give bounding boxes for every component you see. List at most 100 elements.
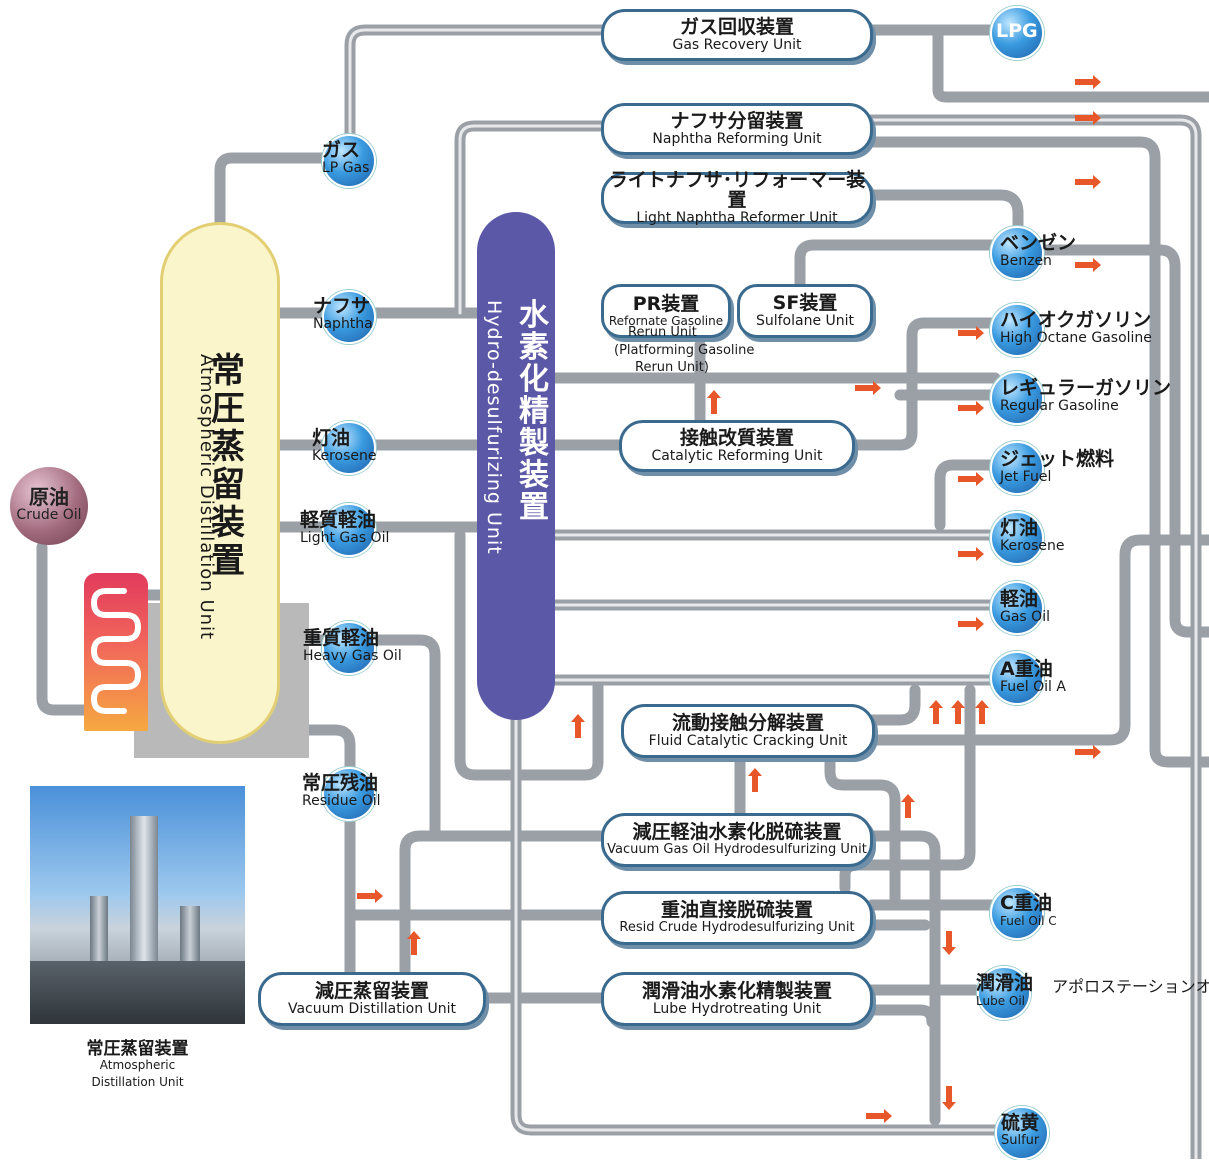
node-title: ベンゼン [1000,232,1077,254]
node-title: LPG [996,20,1038,42]
unit-subtitle: Fluid Catalytic Cracking Unit [648,733,848,749]
node-subtitle: Fuel Oil C [1000,914,1057,928]
arrow-right [1075,175,1101,189]
arrow-right [855,381,881,395]
light-gas-oil-label: 軽質軽油 Light Gas Oil [300,510,389,546]
refinery-photo [30,786,245,1024]
kerosene-product-label: 灯油 Kerosene [1000,518,1065,554]
unit-title: ナフサ分留装置 [670,110,804,132]
arrow-up [951,700,965,724]
arrow-up [571,714,585,738]
lpg-label: LPG [996,21,1038,41]
heavy-gas-oil-label: 重質軽油 Heavy Gas Oil [303,628,402,664]
high-octane-gasoline-node [990,303,1044,357]
gas-oil-node [990,581,1044,635]
unit-title: PR装置 [632,293,700,315]
photo-caption-line2: Distillation Unit [91,1075,184,1089]
flow-arrows [357,75,1101,1123]
unit-title: 潤滑油水素化精製装置 [641,980,832,1002]
unit-subtitle: Sulfolane Unit [755,313,855,329]
kerosene-label: 灯油 Kerosene [312,428,377,464]
node-subtitle: Kerosene [1000,538,1065,554]
apollo-station-oil-label: アポロステーションオイル [1052,977,1209,996]
resid-crude-hydrodesulfurizing-unit: 重油直接脱硫装置 Resid Crude Hydrodesulfurizing … [601,891,873,945]
crude-oil-label: 原油 [29,485,69,509]
residue-oil-node [322,767,376,821]
regular-gasoline-label: レギュラーガソリン Regular Gasoline [1000,378,1171,414]
node-subtitle: Sulfur [1001,1133,1040,1148]
arrow-up [929,700,943,724]
node-title: ジェット燃料 [1000,448,1115,470]
pr-unit-line2: Rerun Unit [628,325,697,340]
node-title: 灯油 [1000,517,1039,539]
unit-title: 流動接触分解装置 [671,712,824,734]
furnace-coil-icon [90,588,142,714]
benzen-node [990,226,1044,280]
naphtha-node [322,290,376,344]
node-title: A重油 [1000,658,1053,680]
arrow-up [707,390,721,414]
node-subtitle: Naphtha [313,316,373,332]
light-naphtha-reformer-unit: ライトナフサ･リフォーマー装置 Light Naphtha Reformer U… [601,169,873,226]
node-title: C重油 [1000,892,1052,914]
jet-fuel-label: ジェット燃料 Jet Fuel [1000,449,1114,485]
arrow-down [942,1086,956,1110]
node-subtitle: Regular Gasoline [1000,398,1119,414]
gas-oil-label: 軽油 Gas Oil [1000,589,1050,625]
unit-title: 接触改質装置 [679,427,794,449]
light-gas-oil-node [322,503,376,557]
lube-hydrotreating-unit: 潤滑油水素化精製装置 Lube Hydrotreating Unit [601,972,873,1026]
arrow-right [357,889,383,903]
unit-subtitle: Resid Crude Hydrodesulfurizing Unit [619,920,855,935]
arrow-up [975,700,989,724]
arrow-right [1075,111,1101,125]
vacuum-gas-oil-hydrodesulfurizing-unit: 減圧軽油水素化脱硫装置 Vacuum Gas Oil Hydrodesulfur… [601,813,873,867]
furnace [84,573,148,731]
lube-oil-node [977,966,1031,1020]
catalytic-reforming-unit: 接触改質装置 Catalytic Reforming Unit [619,420,855,472]
node-title: レギュラーガソリン [1000,377,1172,399]
node-title: 常圧残油 [302,772,379,794]
unit-subtitle: Vacuum Distillation Unit [287,1001,457,1017]
node-title: ナフサ [313,295,371,317]
atmospheric-distillation-column [160,222,280,744]
unit-title: ライトナフサ･リフォーマー装置 [608,169,866,211]
atmospheric-distillation-subtitle: Atmospheric Distillation Unit [196,354,217,641]
node-subtitle: Gas Oil [1000,609,1050,625]
node-subtitle: Benzen [1000,253,1052,269]
naphtha-reforming-unit: ナフサ分留装置 Naphtha Reforming Unit [601,103,873,155]
heavy-gas-oil-node [322,621,376,675]
node-subtitle: Residue Oil [302,793,381,809]
sulfur-label: 硫黄 Sulfur [1001,1113,1039,1149]
naphtha-label: ナフサ Naphtha [313,296,373,332]
unit-title: 重油直接脱硫装置 [660,899,813,921]
arrow-right [958,617,984,631]
lp-gas-node [322,134,376,188]
node-subtitle: High Octane Gasoline [1000,330,1152,346]
node-subtitle: Fuel Oil A [1000,679,1066,695]
node-title: 硫黄 [1001,1112,1040,1134]
arrow-up [748,768,762,792]
unit-title: ガス回収装置 [679,16,794,38]
arrow-right [958,547,984,561]
unit-subtitle: Naphtha Reforming Unit [652,131,822,147]
sulfur-node [995,1106,1049,1160]
node-subtitle: Jet Fuel [1000,469,1052,485]
hydro-desulfurizing-unit [477,212,555,720]
kerosene-node [322,421,376,475]
fuel-oil-c-node [990,886,1044,940]
arrow-up [407,931,421,955]
arrow-right [958,326,984,340]
unit-subtitle: Catalytic Reforming Unit [651,448,823,464]
arrow-right [958,401,984,415]
node-title: ガス [322,139,361,161]
kerosene-product-node [990,511,1044,565]
sulfolane-unit: SF装置 Sulfolane Unit [737,284,873,338]
unit-title: 減圧軽油水素化脱硫装置 [632,821,842,843]
atmospheric-distillation-title: 常圧蒸留装置 [211,351,245,581]
node-title: ハイオクガソリン [1000,309,1152,331]
pr-unit: PR装置 Refornate Gasoline [601,284,731,338]
hydro-desulfurizing-subtitle: Hydro-desulfurizing Unit [483,300,505,555]
node-subtitle: LP Gas [322,160,370,176]
node-subtitle: Lube Oil [976,994,1026,1008]
